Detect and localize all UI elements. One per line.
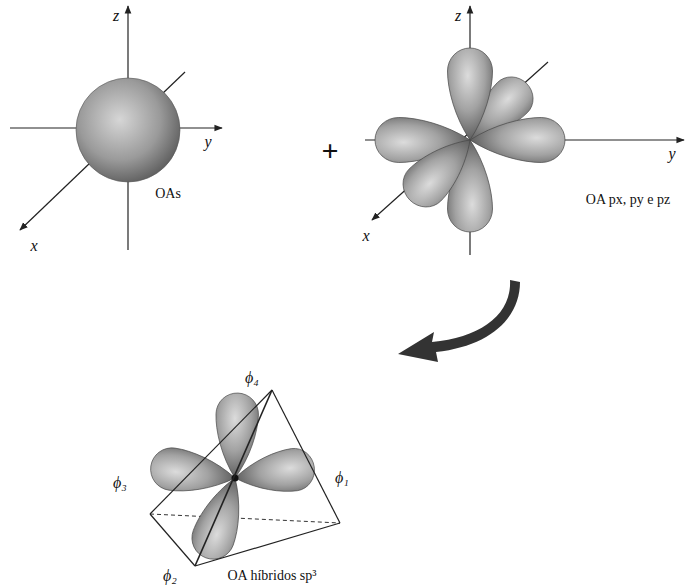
- axis-label: z: [455, 7, 461, 25]
- orbital-caption: OA px, py e pz: [582, 192, 674, 207]
- axis-label: x: [362, 227, 369, 245]
- axis-label: y: [204, 133, 211, 151]
- hybrid-label: ϕ₃: [113, 474, 127, 492]
- plus-sign: +: [321, 134, 338, 167]
- axis-label: x: [30, 237, 37, 255]
- p-orbitals: [365, 6, 684, 255]
- hybrid-label: ϕ₄: [245, 369, 259, 387]
- hybrid-label: ϕ₁: [335, 469, 349, 487]
- orbital-caption: OAs: [155, 186, 181, 201]
- s-orbital: [10, 6, 222, 250]
- sp3-tetrahedron: [148, 390, 340, 566]
- curved-arrow: [398, 280, 520, 362]
- hybrid-label: ϕ₂: [163, 567, 177, 585]
- orbital-caption: OA híbridos sp³: [228, 568, 317, 583]
- axis-label: y: [668, 145, 675, 163]
- axis-label: z: [113, 7, 119, 25]
